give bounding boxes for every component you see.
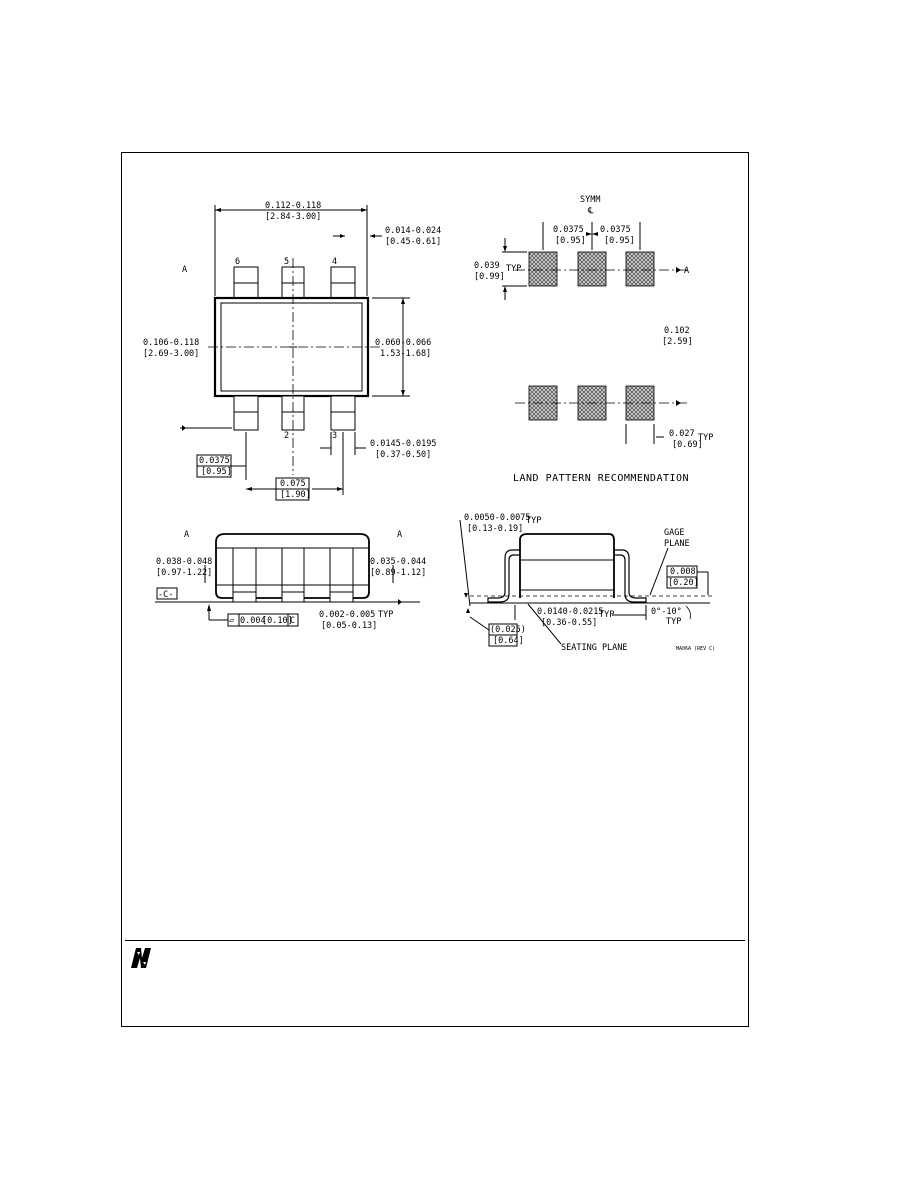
tolerance-mm: [0.10] — [262, 616, 293, 626]
side-height-right-mm: [0.89-1.12] — [370, 568, 426, 578]
gage-dim-inch: 0.008 — [670, 567, 696, 577]
lead-thickness-inch: 0.0050-0.0075 — [464, 513, 531, 523]
side-datum-c: -C- — [158, 590, 173, 600]
gage-plane-line2: PLANE — [664, 539, 690, 549]
lead-thickness-mm: [0.13-0.19] — [467, 524, 523, 534]
land-row-spacing-inch: 0.102 — [664, 326, 690, 336]
datum-a-label: A — [182, 265, 187, 275]
dim-span-mm: [1.90] — [280, 490, 311, 500]
dim-width-total-mm: [2.69-3.00] — [143, 349, 199, 359]
land-pad-4 — [625, 251, 655, 287]
dim-width-total-inch: 0.106-0.118 — [143, 338, 199, 348]
land-datum-a: A — [684, 266, 689, 276]
detail-lead-right — [614, 549, 647, 603]
land-pitch-left-inch: 0.0375 — [553, 225, 584, 235]
lead-detail-view: 0.0050-0.0075 [0.13-0.19] TYP GAGE PLANE… — [459, 513, 715, 653]
detail-lead-left — [487, 549, 520, 603]
side-view: A A 0.038-0.048 [0.97-1.22] 0.035-0.044 … — [155, 530, 426, 631]
standoff-mm: [0.05-0.13] — [321, 621, 377, 631]
side-datum-a-left: A — [184, 530, 189, 540]
land-pitch-right-mm: [0.95] — [604, 236, 635, 246]
foot-length-mm: [0.36-0.55] — [541, 618, 597, 628]
dim-lead-top-inch: 0.014-0.024 — [385, 226, 441, 236]
pin-label-3: 3 — [332, 431, 337, 441]
dim-body-width-inch: 0.060-0.066 — [375, 338, 431, 348]
land-pad-width-inch: 0.027 — [669, 429, 695, 439]
land-pad-6 — [528, 251, 558, 287]
land-pad-height-inch: 0.039 — [474, 261, 500, 271]
side-lead-right — [329, 547, 354, 603]
lead-thickness-typ: TYP — [526, 516, 541, 526]
detail-body — [519, 533, 615, 598]
top-view: 6 5 4 2 3 A 0.112-0.118 [2.84-3.00] 0.01… — [143, 201, 441, 501]
land-pad-width-typ: TYP — [698, 433, 713, 443]
tolerance-frame — [227, 613, 299, 627]
standoff-inch: 0.002-0.005 — [319, 610, 375, 620]
drawing-code: MA06A (REV C) — [676, 646, 715, 652]
land-pitch-right-inch: 0.0375 — [600, 225, 631, 235]
tolerance-symbol: ▱ — [229, 616, 235, 626]
dim-span-inch: 0.075 — [280, 479, 306, 489]
dim-pitch-mm: [0.95] — [201, 467, 232, 477]
pin-label-5: 5 — [284, 257, 289, 267]
gage-plane-line1: GAGE — [664, 528, 684, 538]
symm-label: SYMM — [580, 195, 600, 205]
foot-length-inch: 0.0140-0.0215 — [537, 607, 604, 617]
angle-value: 0°-10° — [651, 607, 682, 617]
side-height-right-inch: 0.035-0.044 — [370, 557, 426, 567]
dim-length-inch: 0.112-0.118 — [265, 201, 321, 211]
ref-dim-mm: [0.64] — [493, 636, 524, 646]
land-pitch-left-mm: [0.95] — [555, 236, 586, 246]
pin-3 — [330, 395, 356, 431]
side-datum-a-right: A — [397, 530, 402, 540]
land-pad-5 — [577, 251, 607, 287]
side-height-left-inch: 0.038-0.048 — [156, 557, 212, 567]
angle-typ: TYP — [666, 617, 681, 627]
tolerance-inch: 0.004 — [240, 616, 266, 626]
foot-length-typ: TYP — [599, 610, 614, 620]
land-row-spacing-mm: [2.59] — [662, 337, 693, 347]
side-height-left-mm: [0.97-1.22] — [156, 568, 212, 578]
national-semiconductor-logo-icon — [131, 948, 151, 968]
land-pad-width-mm: [0.69] — [672, 440, 703, 450]
standoff-typ: TYP — [378, 610, 393, 620]
pin-label-2: 2 — [284, 431, 289, 441]
footer-divider — [125, 940, 745, 941]
pin-label-4: 4 — [332, 257, 337, 267]
land-pad-height-typ: TYP — [506, 264, 521, 274]
symm-cl-symbol: ℄ — [587, 206, 594, 216]
tolerance-ref: C — [290, 616, 295, 626]
dim-lead-top-mm: [0.45-0.61] — [385, 237, 441, 247]
dim-length-mm: [2.84-3.00] — [265, 212, 321, 222]
pin-label-6: 6 — [235, 257, 240, 267]
land-pattern: SYMM ℄ A 0.0375 [0.95] 0.0375 [0.95] 0.0… — [474, 195, 713, 484]
side-lead-mid — [281, 547, 305, 603]
seating-plane-label: SEATING PLANE — [561, 643, 628, 653]
dim-lead-width-mm: [0.37-0.50] — [375, 450, 431, 460]
drawing-frame — [121, 152, 749, 1027]
land-pattern-title: LAND PATTERN RECOMMENDATION — [513, 473, 689, 484]
gage-dim-mm: [0.20] — [668, 578, 699, 588]
ref-dim-inch: (0.025) — [490, 625, 526, 635]
dim-body-width-mm: 1.53-1.68] — [380, 349, 431, 359]
side-lead-left — [232, 547, 257, 603]
land-pad-height-mm: [0.99] — [474, 272, 505, 282]
dim-lead-width-inch: 0.0145-0.0195 — [370, 439, 437, 449]
pin-1 — [233, 395, 259, 431]
dim-pitch-inch: 0.0375 — [199, 456, 230, 466]
